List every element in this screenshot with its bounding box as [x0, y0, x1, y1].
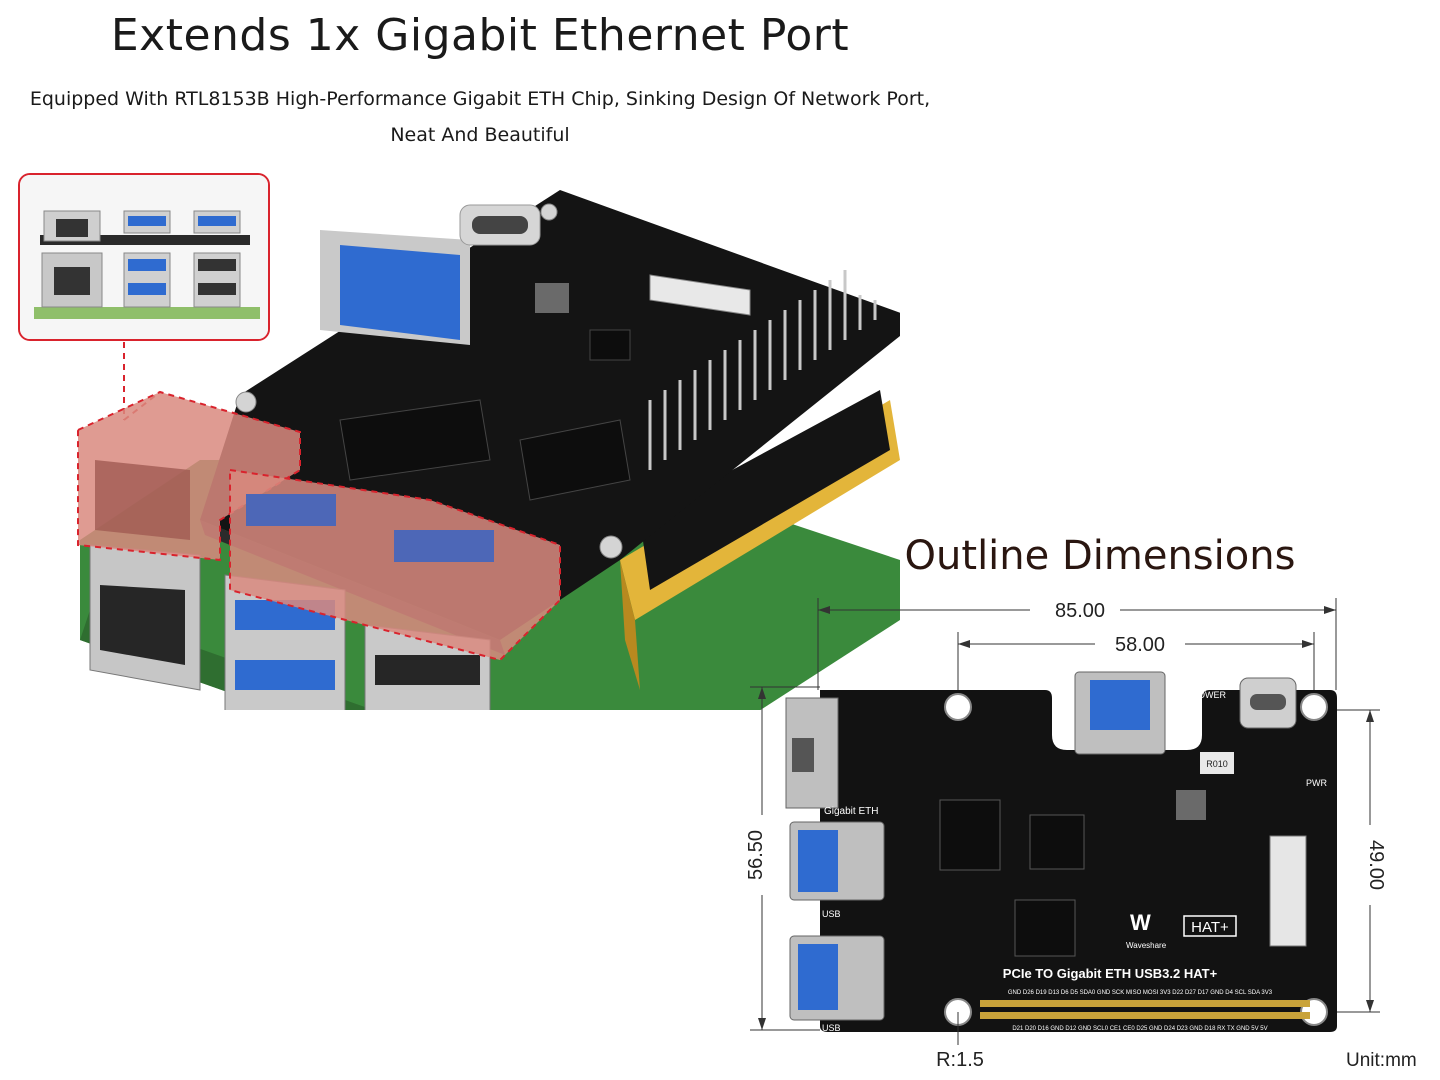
inductor-component [1176, 790, 1206, 820]
mount-hole-top-left [944, 693, 972, 721]
port-zoom-illustration [20, 175, 268, 339]
outline-title: Outline Dimensions [904, 533, 1296, 579]
usb-silk-label-3: USB [1054, 690, 1073, 700]
subtitle-line-2: Neat And Beautiful [390, 124, 570, 146]
gpio-header-pins [980, 1000, 1310, 1019]
eth-chip [939, 799, 1001, 871]
subtitle-line-1: Equipped With RTL8153B High-Performance … [29, 88, 931, 110]
pwr-silk-label: PWR [1306, 778, 1327, 788]
pcie-chip [1014, 899, 1076, 957]
usb-silk-label-2: USB [822, 1023, 841, 1033]
waveshare-logo-icon: W [1130, 910, 1151, 935]
hat-plus-badge [1183, 915, 1237, 937]
resistor-label: R010 [1206, 759, 1228, 769]
power-silk-label: POWER [1192, 690, 1227, 700]
pcie-fpc-connector [1269, 835, 1307, 947]
hat-plus-label: HAT+ [1191, 919, 1229, 936]
eth-silk-label: Gigabit ETH [824, 806, 878, 817]
page-title: Extends 1x Gigabit Ethernet Port [110, 10, 850, 61]
mount-hole-top-right [1300, 693, 1328, 721]
board-product-name: PCIe TO Gigabit ETH USB3.2 HAT+ [1003, 966, 1218, 981]
usb-silk-label-1: USB [822, 909, 841, 919]
usb-hub-chip [1029, 814, 1085, 870]
dim-height-total: 56.50 [745, 830, 767, 880]
dim-corner-radius: R:1.5 [936, 1049, 984, 1071]
pins-top-labels: GND D26 D19 D13 D6 D5 SDA0 GND SCK MISO … [1008, 990, 1273, 996]
brand-label: Waveshare [1126, 941, 1167, 950]
resistor-component [1200, 752, 1234, 774]
pins-bottom-labels: D21 D20 D16 GND D12 GND SCL0 CE1 CE0 D25… [1012, 1026, 1267, 1032]
hero-product-illustration [77, 190, 900, 710]
port-zoom-inset [18, 173, 270, 341]
dim-hole-vertical: 49.00 [1365, 840, 1387, 890]
dim-hole-spacing: 58.00 [1115, 634, 1165, 656]
dim-width-total: 85.00 [1055, 600, 1105, 622]
unit-label: Unit:mm [1346, 1050, 1417, 1071]
outline-dimension-drawing: 85.00 58.00 56.50 49.00 R:1.5 Gigabit ET… [745, 598, 1387, 1071]
